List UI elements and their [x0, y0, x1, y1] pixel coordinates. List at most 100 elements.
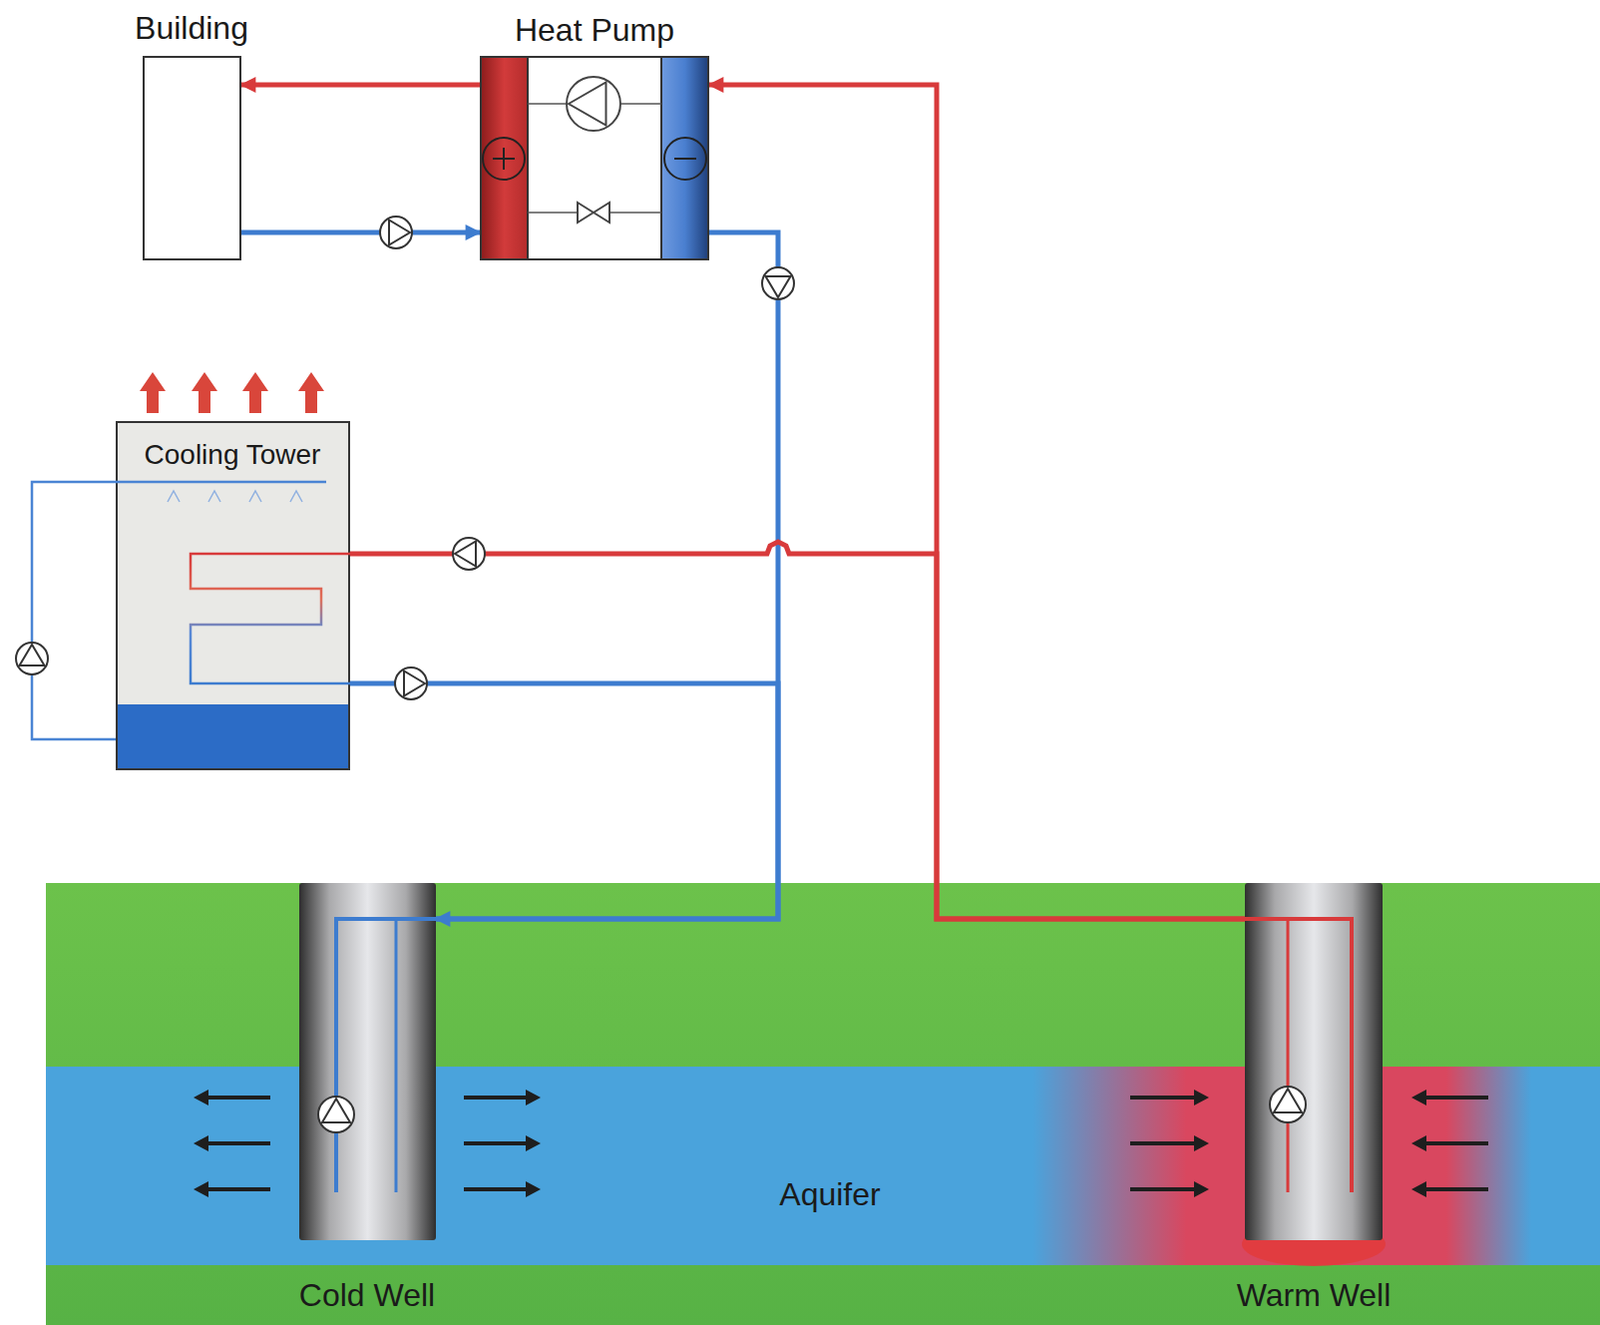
pump-casing: [380, 216, 412, 249]
evaporator-panel: [661, 56, 709, 260]
well-cylinder: [1244, 882, 1383, 1240]
pump-impeller: [1273, 1088, 1302, 1113]
flow-arrow-head: [1411, 1089, 1427, 1106]
building-box: Building: [99, 3, 284, 261]
flow-arrow-shaft: [203, 1095, 271, 1100]
flow-arrow-shaft: [463, 1095, 531, 1100]
expansion-valve-symbol: [577, 202, 610, 223]
well-casing: [1244, 882, 1383, 1240]
heat-release-arrow: [298, 372, 325, 413]
plus-sign: [492, 147, 515, 170]
pump-symbol: [395, 667, 427, 700]
pump-symbol: [318, 1096, 355, 1133]
cooling-tower: Cooling Tower: [115, 420, 351, 771]
panel-divider: [527, 56, 662, 260]
cooling-tower-label: Cooling Tower: [144, 438, 322, 471]
pump-casing: [318, 1096, 355, 1133]
well-label: Cold Well: [299, 1276, 435, 1314]
well-pipe: [336, 918, 436, 1193]
pipe-connector: [241, 230, 480, 236]
flow-arrow-head: [1194, 1089, 1209, 1106]
pump-symbol: [1269, 1086, 1306, 1123]
heat-pump-unit: Heat Pump: [438, 3, 751, 261]
water-basin: [117, 704, 349, 769]
flow-arrow-head: [193, 1181, 209, 1198]
heat-pump-outline: [480, 56, 709, 260]
minus-sign: [674, 157, 697, 160]
minus-circle: [664, 137, 707, 180]
pump-impeller: [19, 644, 45, 666]
building-outline-rect: [143, 56, 241, 260]
flow-arrow-head: [193, 1089, 209, 1106]
condenser-panel: [480, 56, 528, 260]
flow-arrow-shaft: [1130, 1141, 1200, 1146]
plus-circle: [482, 137, 525, 180]
pump-casing: [762, 267, 795, 300]
pump-impeller: [322, 1098, 351, 1123]
pump-impeller: [389, 220, 410, 246]
flow-arrow-shaft: [1421, 1095, 1489, 1100]
flow-arrow-head: [1194, 1135, 1209, 1152]
pipe-connector: [709, 84, 1245, 919]
ground-soil: [45, 882, 1600, 1325]
well-label: Warm Well: [1236, 1276, 1392, 1314]
heat-release-arrow: [139, 372, 166, 413]
well-drawing: [299, 882, 436, 1240]
flow-arrow-shaft: [1130, 1095, 1200, 1100]
pump-casing: [15, 642, 48, 675]
flow-arrow-head: [525, 1181, 541, 1198]
warm-well: Warm Well: [1203, 882, 1424, 1325]
well-cylinder: [299, 882, 436, 1240]
compressor-triangle: [568, 81, 607, 125]
flow-arrow-head: [525, 1135, 541, 1152]
spray-pipe: [115, 480, 327, 484]
well-drawing: [1244, 882, 1383, 1240]
flow-arrow-head: [193, 1135, 209, 1152]
pump-impeller: [454, 541, 476, 567]
flow-arrow-shaft: [463, 1141, 531, 1146]
heat-release-arrow: [242, 372, 269, 413]
cold-well: Cold Well: [257, 882, 477, 1325]
heat-pump-border: [480, 56, 709, 260]
flow-arrow-shaft: [1130, 1187, 1200, 1192]
building-drawing: [142, 55, 242, 261]
tower-casing: [116, 421, 350, 770]
well-pipe: [395, 918, 399, 1193]
pump-symbol: [762, 267, 795, 300]
pump-symbol: [452, 537, 485, 570]
spray-nozzle: [208, 490, 221, 502]
flow-arrow-head: [525, 1089, 541, 1106]
pipe-connector: [241, 82, 480, 88]
compressor-symbol: [566, 76, 621, 131]
heat-pump-housing: [479, 55, 710, 261]
aquifer-label: Aquifer: [779, 1176, 880, 1213]
pump-symbol: [380, 216, 412, 249]
cooling-tower-housing: [115, 420, 351, 771]
spray-nozzle: [249, 490, 262, 502]
heat-pump-drawing: [479, 55, 710, 261]
spray-nozzle: [167, 490, 180, 502]
pipe-connector: [435, 232, 779, 919]
pump-impeller: [766, 276, 792, 298]
well-pipe: [1286, 918, 1290, 1193]
pump-symbol: [15, 642, 48, 675]
flow-arrow-shaft: [203, 1141, 271, 1146]
pipe-connector: [350, 541, 1245, 919]
building-label: Building: [134, 9, 249, 47]
flow-arrow-head: [1411, 1135, 1427, 1152]
pump-impeller: [403, 671, 425, 697]
building-outline: [142, 55, 242, 261]
pump-casing: [395, 667, 427, 700]
heat-exchange-coil: [190, 553, 351, 684]
well-pipe: [1244, 918, 1352, 1193]
flow-arrow-head: [1411, 1181, 1427, 1198]
flow-arrow-shaft: [1421, 1141, 1489, 1146]
heat-pump-label: Heat Pump: [514, 11, 675, 49]
pump-casing: [1269, 1086, 1306, 1123]
heat-release-arrow: [191, 372, 218, 413]
pump-casing: [452, 537, 485, 570]
flow-arrow-shaft: [463, 1187, 531, 1192]
spray-nozzle: [290, 490, 303, 502]
